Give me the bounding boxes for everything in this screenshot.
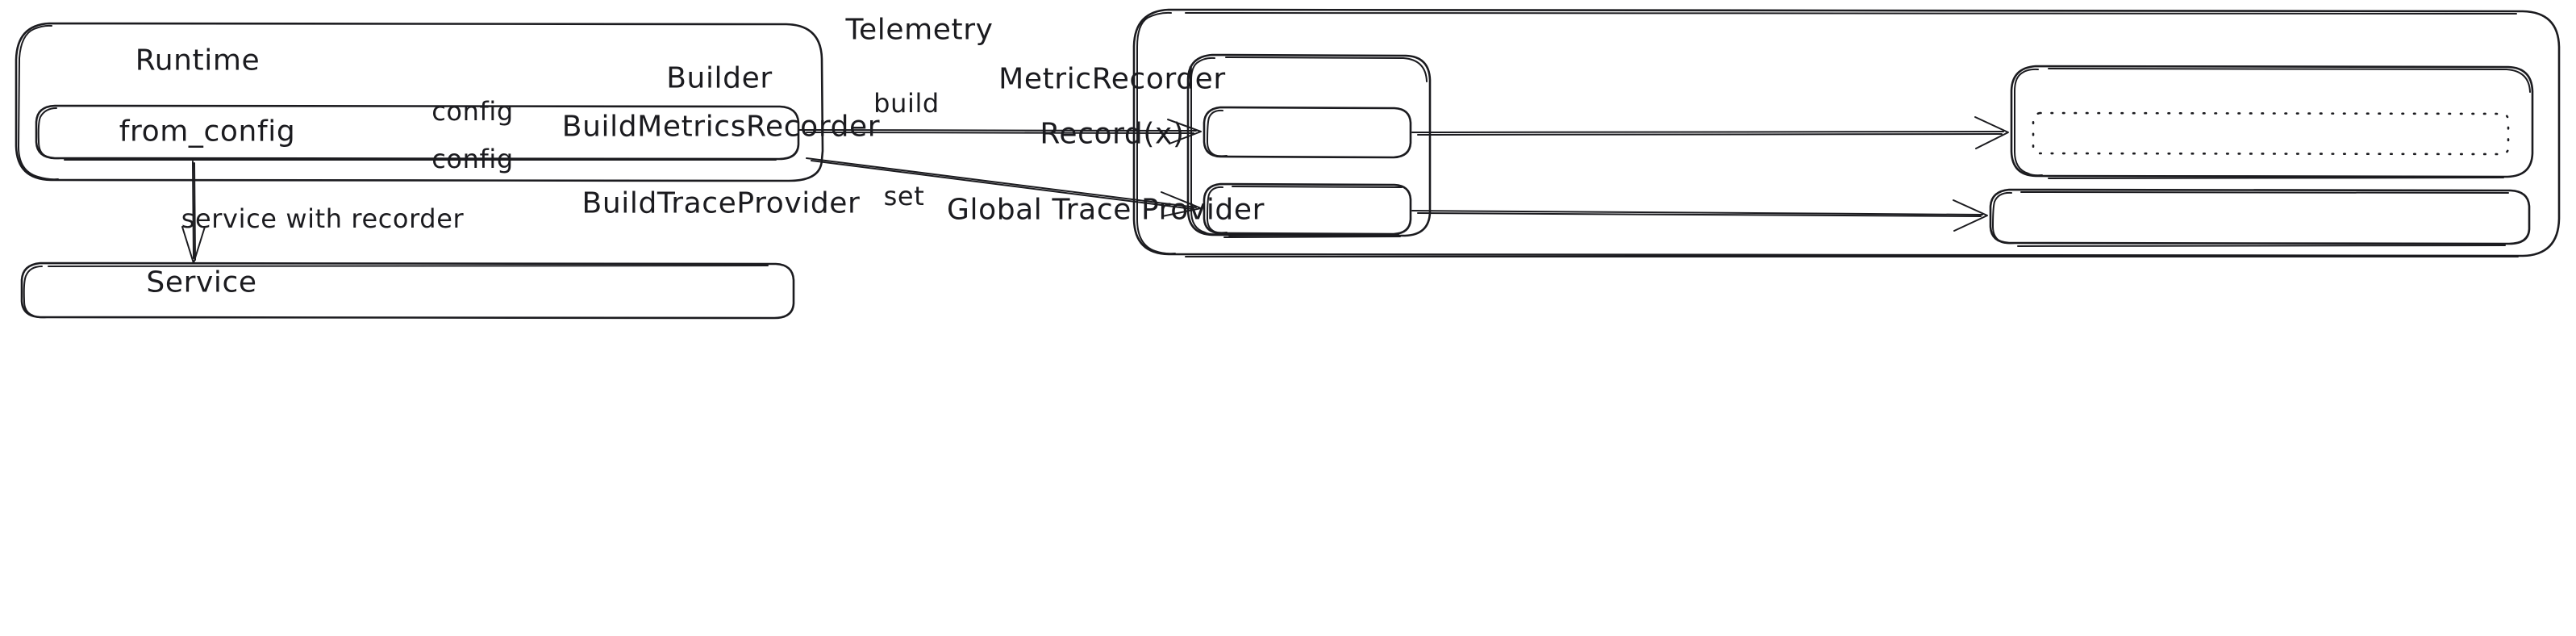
edge-service-with-recorder — [181, 161, 206, 264]
record-x-box[interactable] — [2032, 111, 2510, 156]
edge-set — [1411, 199, 1988, 232]
from-config-box[interactable] — [35, 104, 800, 161]
metric-recorder-box[interactable] — [2010, 65, 2534, 179]
service-box[interactable] — [20, 262, 795, 320]
build-metrics-recorder-box[interactable] — [1203, 106, 1412, 159]
edge-config-metrics — [798, 119, 1202, 144]
runtime-box[interactable] — [15, 22, 824, 182]
global-trace-provider-box[interactable] — [1989, 188, 2531, 247]
edge-config-trace — [806, 157, 1202, 217]
build-trace-provider-box[interactable] — [1203, 182, 1412, 236]
builder-box[interactable] — [1186, 53, 1432, 238]
telemetry-box[interactable] — [1132, 8, 2561, 257]
edge-build — [1411, 116, 2009, 149]
